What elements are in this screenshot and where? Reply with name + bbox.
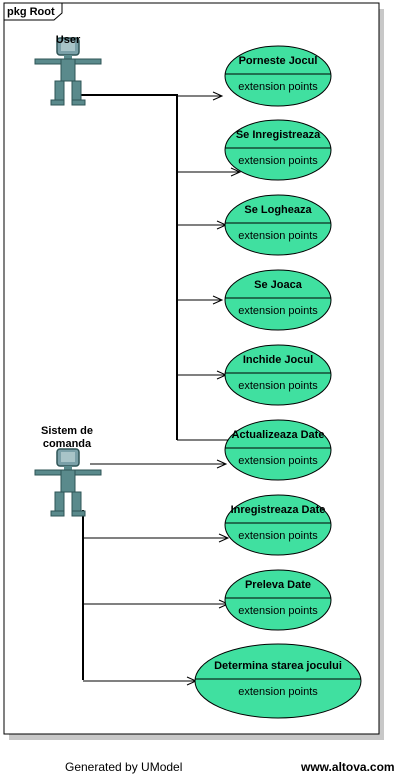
use-case-se-inregistreaza[interactable]: Se Inregistreaza extension points xyxy=(224,119,332,181)
use-case-section: extension points xyxy=(238,305,318,317)
use-case-section: extension points xyxy=(238,380,318,392)
use-case-ellipse xyxy=(224,269,332,331)
package-label: pkg Root xyxy=(7,6,55,18)
use-case-inregistreaza-date[interactable]: Inregistreaza Date extension points xyxy=(224,494,332,556)
use-case-ellipse xyxy=(224,419,332,481)
actor-neck xyxy=(64,466,72,470)
use-case-section: extension points xyxy=(238,455,318,467)
use-case-section: extension points xyxy=(238,605,318,617)
use-case-ellipse xyxy=(224,194,332,256)
use-case-porneste-jocul[interactable]: Porneste Jocul extension points xyxy=(224,45,332,107)
use-case-name: Porneste Jocul xyxy=(239,55,318,67)
use-case-section: extension points xyxy=(238,155,318,167)
use-case-preleva-date[interactable]: Preleva Date extension points xyxy=(224,569,332,631)
arrowhead-inregistreaza xyxy=(230,167,242,177)
use-case-name: Se Logheaza xyxy=(244,204,312,216)
sistem-connectors xyxy=(82,463,228,682)
actor-left-foot xyxy=(50,99,65,106)
use-case-ellipse xyxy=(224,119,332,181)
actor-name-line: User xyxy=(56,34,81,46)
use-case-name: Preleva Date xyxy=(245,579,311,591)
footer-generator: Generated by UModel xyxy=(65,760,183,774)
use-case-section: extension points xyxy=(238,81,318,93)
actor-torso xyxy=(60,469,76,493)
use-case-ellipse xyxy=(194,643,362,719)
use-case-name: Se Joaca xyxy=(254,279,303,291)
arrowhead-porneste xyxy=(212,91,224,101)
actor-user[interactable]: User xyxy=(34,34,102,106)
user-connectors xyxy=(77,94,240,441)
use-case-name: Se Inregistreaza xyxy=(236,129,321,141)
use-case-section: extension points xyxy=(238,230,318,242)
use-case-section: extension points xyxy=(238,530,318,542)
use-case-se-logheaza[interactable]: Se Logheaza extension points xyxy=(224,194,332,256)
use-case-name: Actualizeaza Date xyxy=(232,429,325,441)
use-case-determina-starea-jocului[interactable]: Determina starea jocului extension points xyxy=(194,643,362,719)
use-case-ellipse xyxy=(224,494,332,556)
actor-name-line: Sistem de xyxy=(41,425,93,437)
actor-torso xyxy=(60,58,76,82)
use-case-name: Inregistreaza Date xyxy=(231,504,326,516)
actor-left-foot xyxy=(50,510,65,517)
use-case-name: Determina starea jocului xyxy=(214,660,342,672)
arrowhead-actualizeaza-sistem xyxy=(216,459,228,469)
arrowhead-inregistreaza-date xyxy=(218,533,230,543)
actor-neck xyxy=(64,55,72,59)
use-case-ellipse xyxy=(224,45,332,107)
arrowhead-joaca xyxy=(212,295,224,305)
actor-right-foot xyxy=(71,99,86,106)
use-case-ellipse xyxy=(224,344,332,406)
actor-face xyxy=(61,452,75,462)
use-case-se-joaca[interactable]: Se Joaca extension points xyxy=(224,269,332,331)
actor-right-foot xyxy=(71,510,86,517)
use-case-inchide-jocul[interactable]: Inchide Jocul extension points xyxy=(224,344,332,406)
use-case-section: extension points xyxy=(238,686,318,698)
package-tab xyxy=(3,2,63,21)
actor-name-line: comanda xyxy=(43,438,92,450)
use-case-name: Inchide Jocul xyxy=(243,354,313,366)
use-case-ellipse xyxy=(224,569,332,631)
use-case-actualizeaza-date[interactable]: Actualizeaza Date extension points xyxy=(224,419,332,481)
footer-website[interactable]: www.altova.com xyxy=(301,760,395,774)
actor-face xyxy=(61,41,75,51)
connector-user-trunk xyxy=(77,94,178,440)
